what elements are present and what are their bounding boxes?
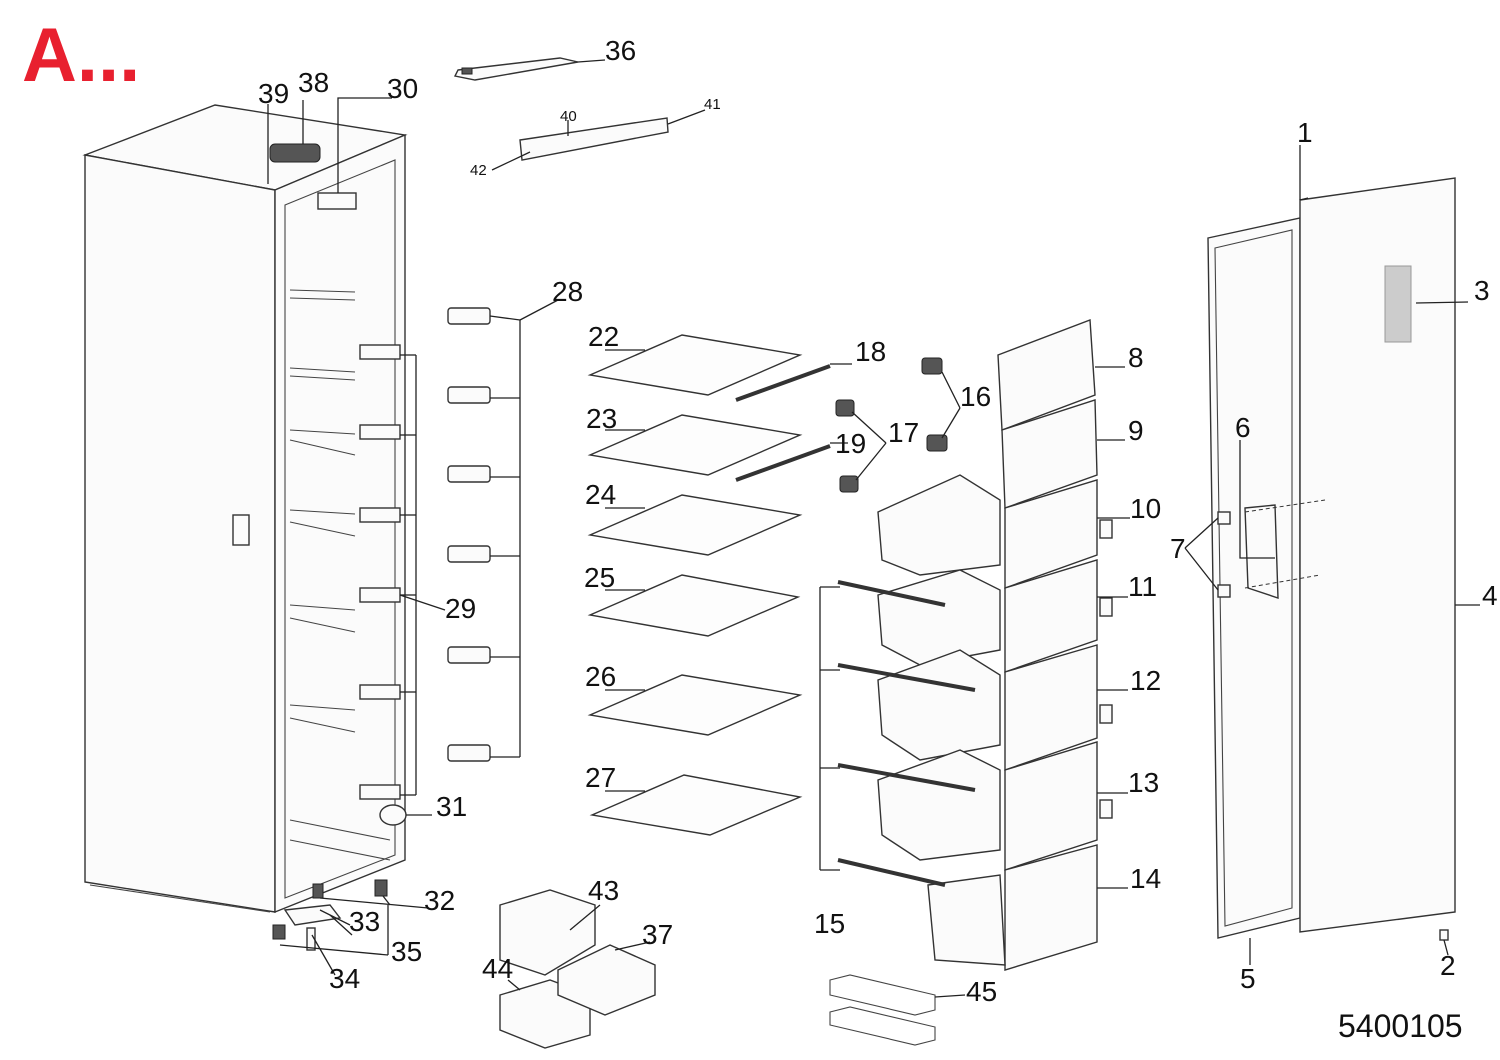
callout-19: 19 — [835, 428, 866, 459]
callout-44: 44 — [482, 953, 513, 984]
cabinet-body — [82, 97, 446, 914]
callout-35: 35 — [391, 936, 422, 967]
callout-42: 42 — [470, 162, 487, 179]
callout-12: 12 — [1130, 665, 1161, 696]
cabinet-feet — [272, 879, 429, 976]
callout-34: 34 — [329, 963, 360, 994]
callout-45: 45 — [966, 976, 997, 1007]
callout-43: 43 — [588, 875, 619, 906]
callout-30: 30 — [387, 73, 418, 104]
callout-6: 6 — [1235, 412, 1251, 443]
drawer-stack — [819, 319, 1130, 971]
callout-28: 28 — [552, 276, 583, 307]
callout-16: 16 — [960, 381, 991, 412]
callout-9: 9 — [1128, 415, 1144, 446]
callout-3: 3 — [1474, 275, 1490, 306]
callout-1: 1 — [1297, 117, 1313, 148]
callout-13: 13 — [1128, 767, 1159, 798]
drawer-clips — [835, 357, 961, 493]
callout-29: 29 — [445, 593, 476, 624]
callout-10: 10 — [1130, 493, 1161, 524]
callout-22: 22 — [588, 321, 619, 352]
callout-14: 14 — [1130, 863, 1161, 894]
callout-39: 39 — [258, 78, 289, 109]
callout-25: 25 — [584, 562, 615, 593]
callout-38: 38 — [298, 67, 329, 98]
drawing-number: 5400105 — [1338, 1008, 1463, 1044]
callout-37: 37 — [642, 919, 673, 950]
callout-40: 40 — [560, 108, 577, 125]
light-cover — [491, 109, 706, 171]
section-mark: A... — [22, 13, 141, 98]
callout-36: 36 — [605, 35, 636, 66]
control-board — [453, 57, 606, 81]
shelf-guides — [447, 299, 559, 762]
callout-41: 41 — [704, 96, 721, 113]
callout-4: 4 — [1482, 580, 1498, 611]
callout-32: 32 — [424, 885, 455, 916]
callout-33: 33 — [349, 906, 380, 937]
callout-17: 17 — [888, 417, 919, 448]
callout-11: 11 — [1128, 571, 1157, 602]
callout-7: 7 — [1170, 533, 1186, 564]
callout-5: 5 — [1240, 963, 1256, 994]
ice-accessories — [499, 889, 656, 1049]
callout-26: 26 — [585, 661, 616, 692]
callout-18: 18 — [855, 336, 886, 367]
glass-shelves — [587, 334, 852, 836]
callout-15: 15 — [814, 908, 845, 939]
callout-2: 2 — [1440, 950, 1456, 981]
callout-24: 24 — [585, 479, 616, 510]
door — [1184, 145, 1480, 965]
callout-23: 23 — [586, 403, 617, 434]
callout-31: 31 — [436, 791, 467, 822]
callout-8: 8 — [1128, 342, 1144, 373]
egg-tray — [829, 974, 966, 1046]
callout-27: 27 — [585, 762, 616, 793]
callout-labels: 1 2 3 4 5 6 7 8 9 10 11 12 13 14 15 16 1… — [258, 35, 1498, 1007]
